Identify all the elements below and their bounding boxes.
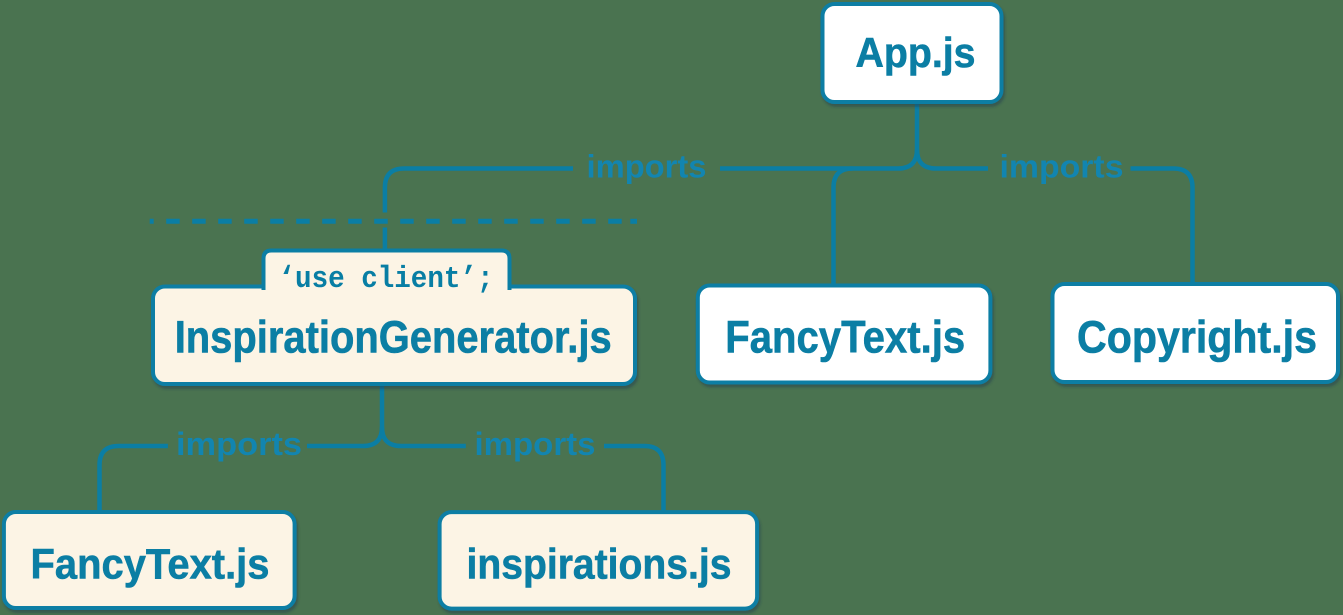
svg-text:imports: imports	[587, 149, 707, 185]
svg-text:InspirationGenerator.js: InspirationGenerator.js	[175, 312, 612, 363]
svg-text:Copyright.js: Copyright.js	[1077, 312, 1317, 363]
svg-text:App.js: App.js	[856, 29, 976, 76]
svg-text:‘use client’;: ‘use client’;	[279, 262, 494, 297]
svg-text:imports: imports	[1000, 149, 1124, 185]
svg-text:imports: imports	[176, 426, 302, 462]
svg-text:FancyText.js: FancyText.js	[725, 312, 965, 363]
svg-text:inspirations.js: inspirations.js	[467, 541, 732, 589]
svg-text:imports: imports	[475, 426, 596, 462]
svg-text:FancyText.js: FancyText.js	[31, 541, 270, 589]
